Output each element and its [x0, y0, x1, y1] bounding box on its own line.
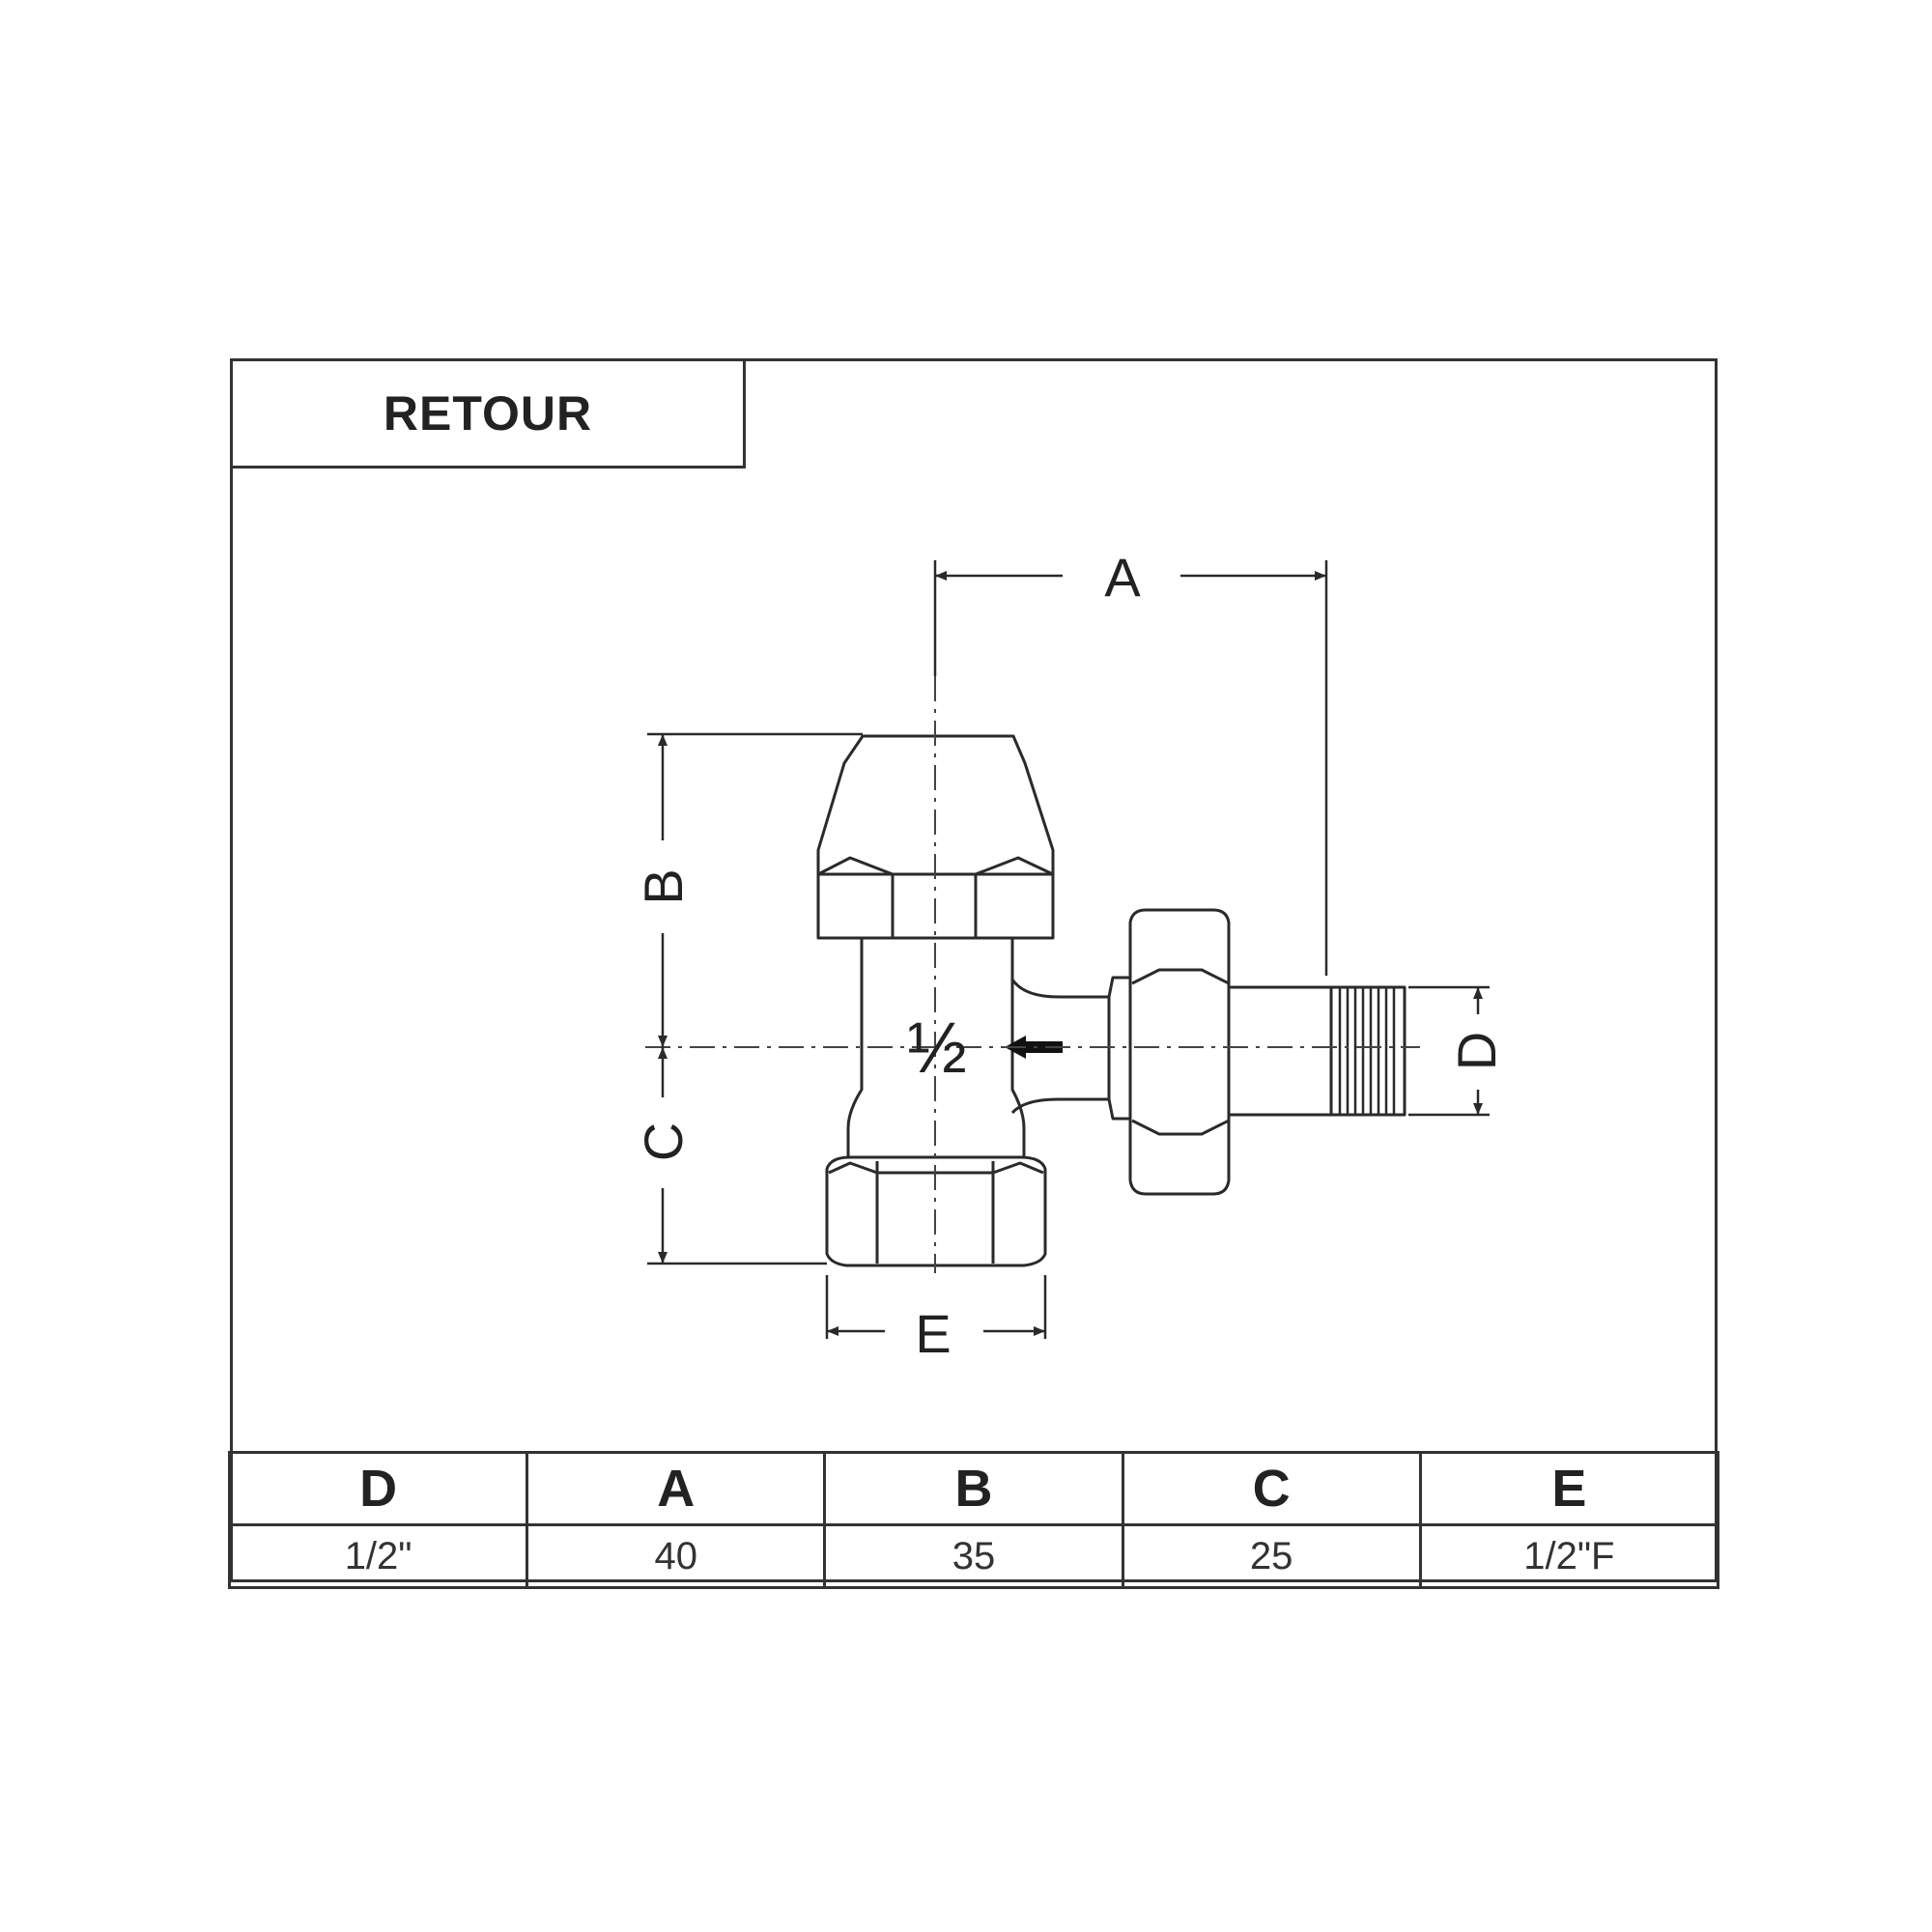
- table-header-cell: C: [1121, 1451, 1422, 1526]
- dim-label-d: D: [1446, 1032, 1507, 1070]
- title-label: RETOUR: [383, 386, 593, 440]
- bottom-hex-nut: [825, 1155, 1047, 1267]
- dim-label-b: B: [633, 868, 694, 904]
- dimension-arrowheads: [658, 571, 1483, 1336]
- threaded-end: [1329, 985, 1406, 1117]
- dimension-lines: [647, 560, 1490, 1339]
- table-cell: 1/2"F: [1418, 1523, 1720, 1589]
- table-header-cell: D: [227, 1451, 529, 1526]
- table-cell: 35: [823, 1523, 1124, 1589]
- union-nut: [1128, 908, 1231, 1196]
- dim-label-a: A: [1104, 547, 1141, 608]
- table-header-row: D A B C E: [227, 1451, 1720, 1526]
- tailpiece: [1229, 985, 1333, 1117]
- center-lines: [645, 676, 1420, 1273]
- table-header-cell: E: [1418, 1451, 1720, 1526]
- table-header-cell: B: [823, 1451, 1124, 1526]
- table-row: 1/2" 40 35 25 1/2"F: [227, 1523, 1720, 1589]
- thread-lines: [1338, 987, 1396, 1115]
- table-cell: 25: [1121, 1523, 1422, 1589]
- table-cell: 40: [526, 1523, 827, 1589]
- table-cell: 1/2": [227, 1523, 529, 1589]
- size-marking: ½: [907, 1008, 967, 1088]
- dimension-table: D A B C E 1/2" 40 35 25 1/2"F: [227, 1451, 1720, 1589]
- table-header-cell: A: [526, 1451, 827, 1526]
- dim-label-e: E: [915, 1303, 951, 1364]
- title-box: RETOUR: [230, 358, 746, 469]
- dim-label-c: C: [633, 1122, 694, 1161]
